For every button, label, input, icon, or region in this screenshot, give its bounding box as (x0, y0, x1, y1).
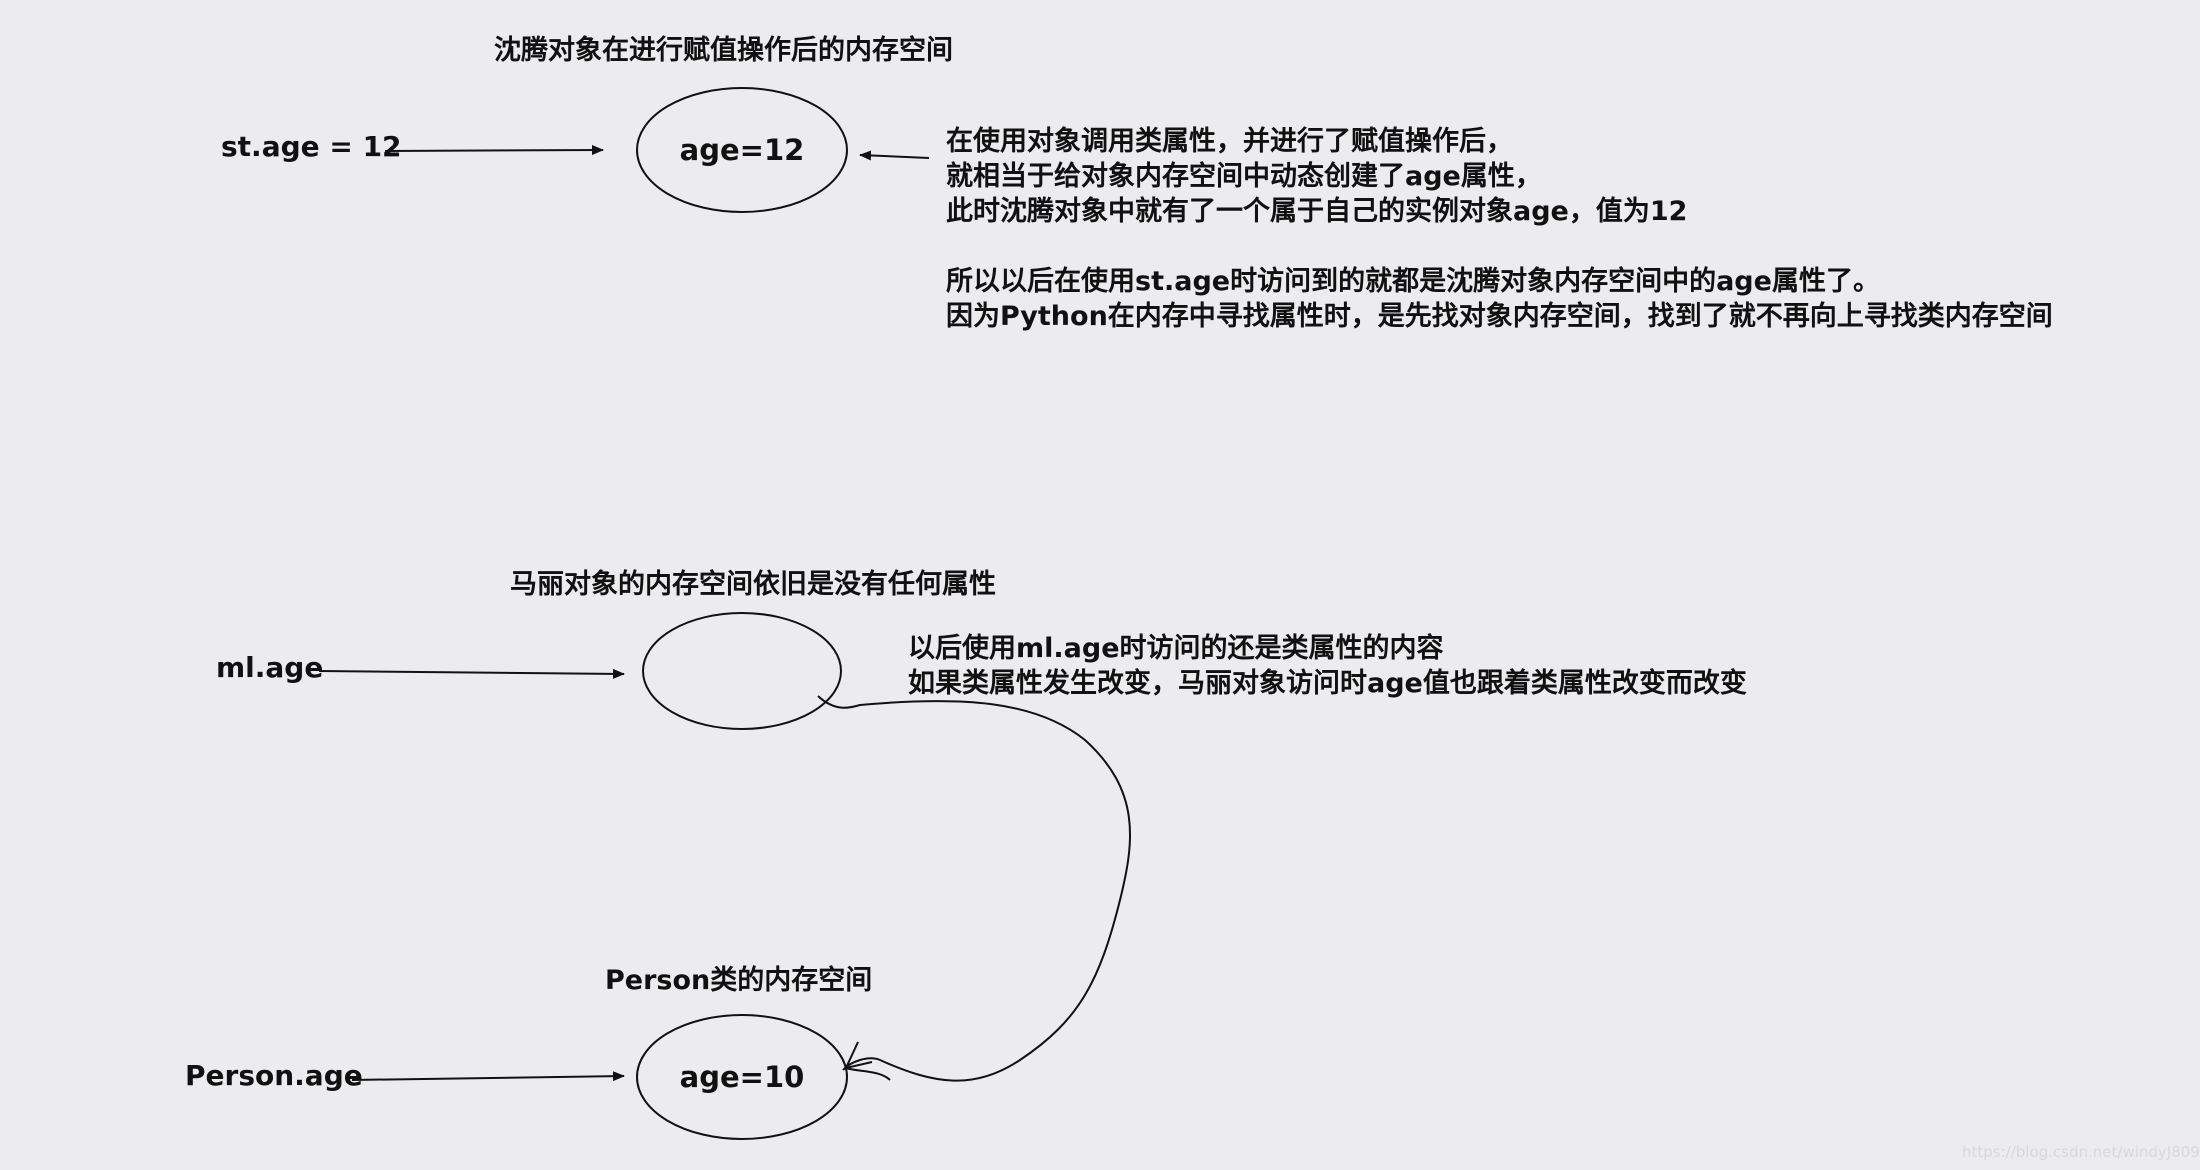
ml-explanation-note: 以后使用ml.age时访问的还是类属性的内容 如果类属性发生改变，马丽对象访问时… (908, 631, 1747, 701)
link-ml-to-person (817, 695, 1131, 1082)
note-line (946, 229, 2053, 264)
object-memory-ml (642, 612, 842, 730)
watermark: https://blog.csdn.net/windyJ809 (1962, 1143, 2200, 1161)
object-memory-st (636, 87, 848, 213)
person-age-label: Person.age (185, 1059, 363, 1092)
note-line: 此时沈腾对象中就有了一个属于自己的实例对象age，值为12 (946, 196, 1688, 227)
note-line: 在使用对象调用类属性，并进行了赋值操作后， (946, 126, 1513, 157)
st-age-node-label: age=12 (679, 133, 805, 167)
st-memory-title: 沈腾对象在进行赋值操作后的内存空间 (494, 35, 953, 66)
note-line: 所以以后在使用st.age时访问到的就都是沈腾对象内存空间中的age属性了。 (946, 266, 1880, 297)
person-age-node-label: age=10 (679, 1060, 805, 1094)
class-memory-person (636, 1014, 848, 1140)
ml-age-label: ml.age (216, 651, 324, 684)
note-line: 如果类属性发生改变，马丽对象访问时age值也跟着类属性改变而改变 (908, 668, 1747, 699)
arrow-person-age (351, 1071, 625, 1082)
st-age-label: st.age = 12 (221, 130, 402, 163)
note-line: 以后使用ml.age时访问的还是类属性的内容 (908, 633, 1444, 664)
arrow-st-age (384, 145, 604, 156)
st-explanation-note: 在使用对象调用类属性，并进行了赋值操作后， 就相当于给对象内存空间中动态创建了a… (946, 124, 2053, 334)
ml-memory-title: 马丽对象的内存空间依旧是没有任何属性 (510, 569, 996, 600)
note-line: 就相当于给对象内存空间中动态创建了age属性， (946, 161, 1542, 192)
note-line: 因为Python在内存中寻找属性时，是先找对象内存空间，找到了就不再向上寻找类内… (946, 301, 2053, 332)
person-memory-title: Person类的内存空间 (605, 965, 873, 996)
arrow-ml-age (318, 668, 625, 679)
arrow-note-to-st (859, 150, 930, 161)
